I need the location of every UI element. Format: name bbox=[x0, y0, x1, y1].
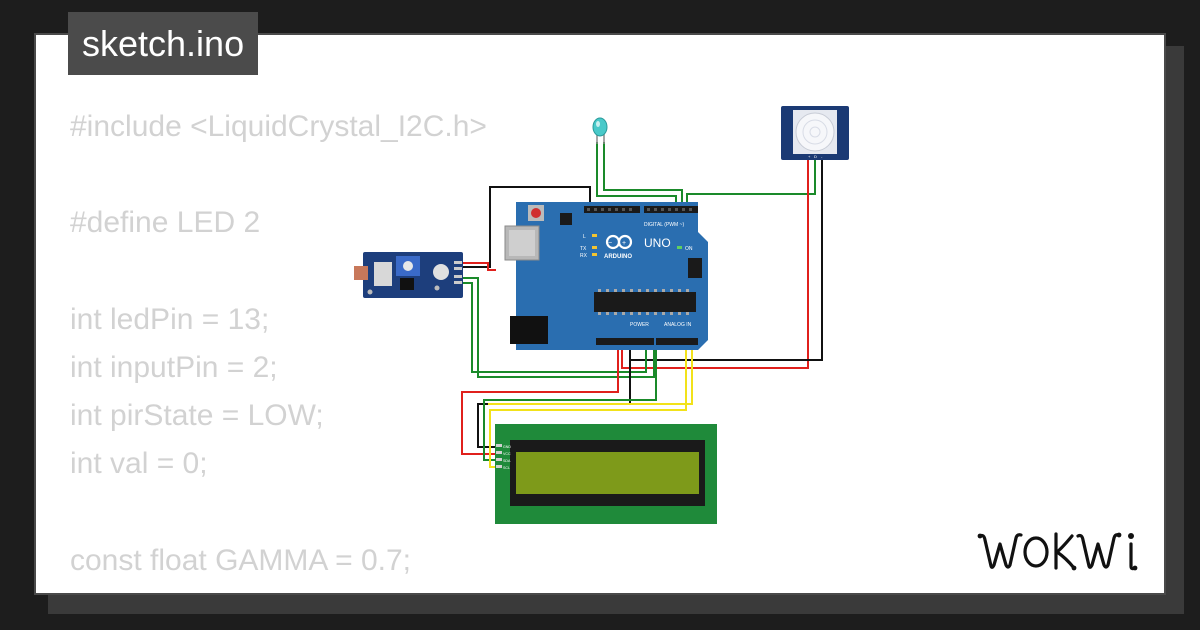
led-component[interactable] bbox=[592, 117, 608, 144]
wire-pir-vcc bbox=[621, 160, 809, 369]
led-label-l: L bbox=[583, 234, 586, 240]
lcd-pin-vcc: VCC bbox=[503, 452, 511, 456]
wire-lcd-sda bbox=[483, 342, 657, 461]
pir-pin-label-gnd: - bbox=[821, 154, 823, 159]
svg-text:+: + bbox=[622, 240, 626, 247]
arduino-logo-icon bbox=[605, 234, 633, 250]
code-preview: #include <LiquidCrystal_I2C.h> #define L… bbox=[70, 103, 487, 593]
wire-ldr-a0 bbox=[462, 277, 655, 378]
analog-label: ANALOG IN bbox=[664, 322, 692, 328]
wire-lcd-scl bbox=[489, 342, 687, 468]
wire-ldr-d0 bbox=[462, 282, 647, 373]
lcd-pin-scl: SCL bbox=[503, 466, 510, 470]
pir-sensor[interactable]: + D - bbox=[781, 106, 849, 160]
on-label: ON bbox=[685, 246, 693, 252]
file-tab[interactable]: sketch.ino bbox=[68, 12, 259, 75]
wire-led-cathode bbox=[603, 142, 683, 210]
pir-pin-label-vcc: + bbox=[808, 154, 811, 159]
wire-ldr-gnd bbox=[462, 186, 591, 268]
photoresistor-module[interactable] bbox=[354, 252, 463, 298]
arduino-uno-board[interactable]: DIGITAL (PWM ~) − + UNO ARDUINO L TX RX … bbox=[504, 202, 708, 350]
code-line: int val = 0; bbox=[70, 447, 208, 481]
code-line: #define LED 2 bbox=[70, 206, 261, 240]
wire-ldr-vcc bbox=[462, 262, 496, 271]
digital-header-label: DIGITAL (PWM ~) bbox=[644, 222, 684, 228]
code-line: int inputPin = 2; bbox=[70, 350, 278, 384]
pir-pin-label-signal: D bbox=[814, 154, 817, 159]
led-label-rx: RX bbox=[580, 253, 588, 259]
code-line: #include <LiquidCrystal_I2C.h> bbox=[70, 110, 487, 143]
lcd-display[interactable]: GND VCC SDA SCL bbox=[495, 424, 717, 524]
wokwi-logo bbox=[977, 532, 1138, 571]
wire-lcd-sda2 bbox=[488, 342, 693, 405]
board-model: UNO bbox=[644, 236, 671, 250]
wire-led-anode bbox=[596, 142, 677, 210]
wire-lcd-vcc bbox=[461, 342, 619, 455]
led-label-tx: TX bbox=[580, 246, 587, 252]
code-line: const float GAMMA = 0.7; bbox=[70, 543, 411, 577]
board-brand: ARDUINO bbox=[604, 254, 632, 260]
lcd-pin-gnd: GND bbox=[503, 445, 511, 449]
code-line: int ledPin = 13; bbox=[70, 302, 270, 336]
logo-dot bbox=[1128, 533, 1134, 539]
wires bbox=[461, 142, 823, 468]
code-line: const float RL10 = 50; bbox=[70, 585, 487, 593]
lcd-pin-sda: SDA bbox=[503, 459, 511, 463]
svg-text:−: − bbox=[608, 240, 612, 247]
code-line: int pirState = LOW; bbox=[70, 399, 324, 433]
wire-pir-signal bbox=[686, 160, 816, 210]
power-label: POWER bbox=[630, 322, 649, 328]
